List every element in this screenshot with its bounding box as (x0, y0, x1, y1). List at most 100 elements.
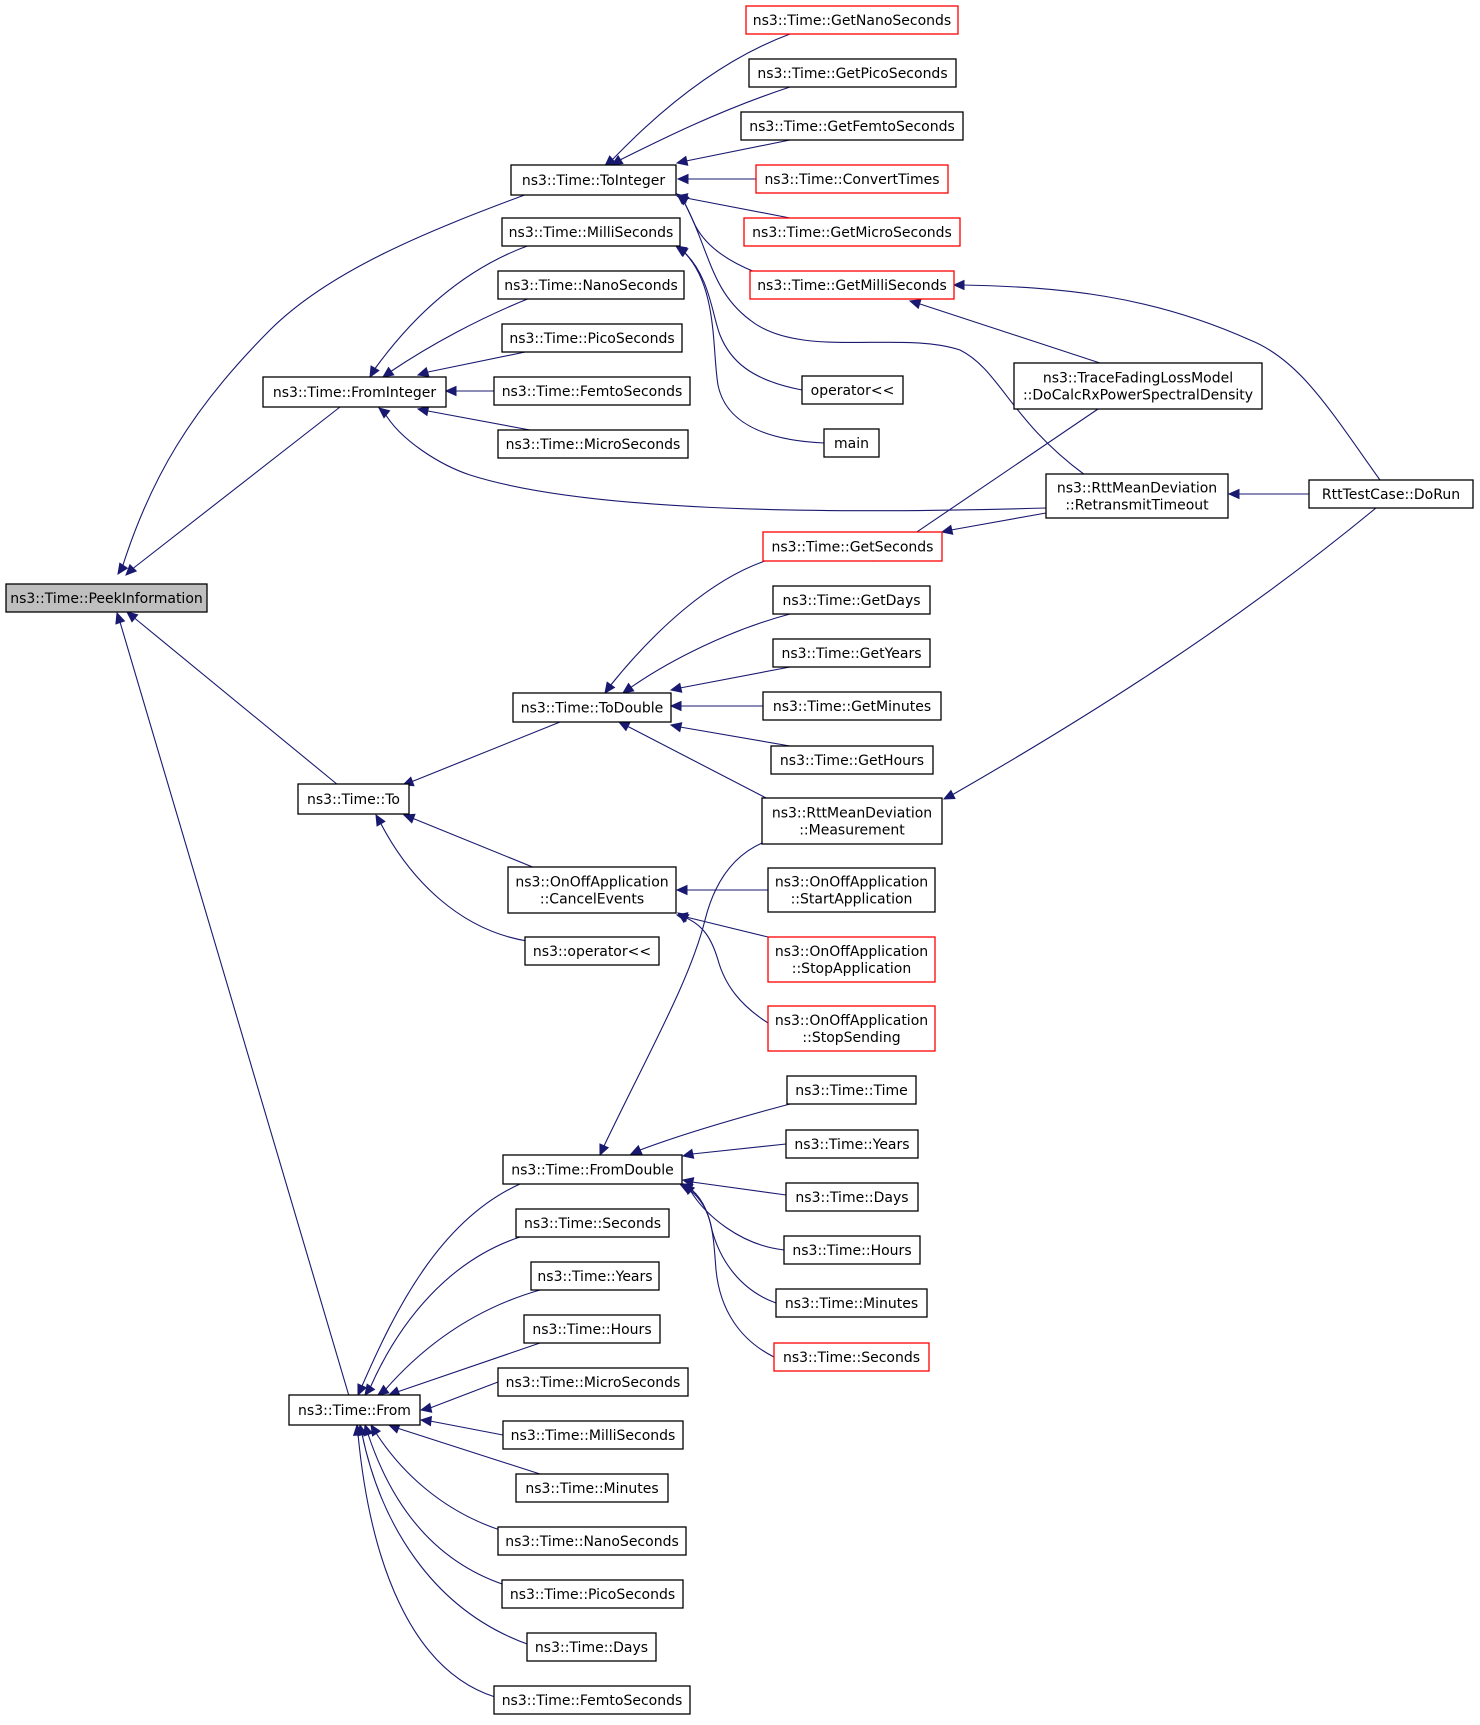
edge-pico1-to-fromint (416, 350, 531, 378)
node-from[interactable]: ns3::Time::From (288, 1394, 421, 1426)
node-box (772, 638, 931, 668)
arrowhead-icon (669, 700, 682, 712)
node-label: ns3::OnOffApplication (515, 875, 668, 891)
node-days2[interactable]: ns3::Time::Days (785, 1182, 919, 1212)
node-gethours[interactable]: ns3::Time::GetHours (770, 745, 934, 775)
node-getmin[interactable]: ns3::Time::GetMinutes (762, 691, 942, 721)
node-box (262, 376, 447, 408)
node-label: ns3::OnOffApplication (775, 944, 928, 960)
arrowhead-icon (378, 407, 391, 419)
node-pico3[interactable]: ns3::Time::PicoSeconds (501, 1579, 684, 1609)
node-nsop[interactable]: ns3::operator<< (524, 936, 660, 966)
edge-getfemto-to-toint (675, 139, 791, 166)
node-seconds2[interactable]: ns3::Time::Seconds (773, 1342, 930, 1372)
node-nano1[interactable]: ns3::Time::NanoSeconds (497, 270, 685, 300)
node-box (501, 217, 681, 247)
node-convert[interactable]: ns3::Time::ConvertTimes (755, 164, 949, 194)
node-startapp[interactable]: ns3::OnOffApplication::StartApplication (767, 867, 936, 913)
arrowhead-icon (952, 279, 965, 291)
node-getsec[interactable]: ns3::Time::GetSeconds (762, 531, 943, 562)
node-box (502, 1154, 683, 1185)
node-minutes2[interactable]: ns3::Time::Minutes (775, 1288, 928, 1318)
node-getnano[interactable]: ns3::Time::GetNanoSeconds (745, 5, 959, 35)
edge-line (681, 197, 1086, 476)
node-main[interactable]: main (823, 428, 880, 458)
node-fromdouble[interactable]: ns3::Time::FromDouble (502, 1154, 683, 1185)
node-rto[interactable]: ns3::RttMeanDeviation::RetransmitTimeout (1045, 473, 1229, 519)
node-box (288, 1394, 421, 1426)
node-micro1[interactable]: ns3::Time::MicroSeconds (497, 429, 689, 459)
node-femto3[interactable]: ns3::Time::FemtoSeconds (493, 1685, 691, 1715)
node-getpico[interactable]: ns3::Time::GetPicoSeconds (748, 58, 957, 88)
edge-main-to-milli1 (675, 246, 825, 444)
node-to[interactable]: ns3::Time::To (297, 783, 410, 815)
arrowhead-icon (669, 722, 683, 733)
arrowhead-icon (604, 681, 616, 694)
edge-line (685, 916, 769, 938)
edge-line (131, 615, 339, 786)
node-timetime[interactable]: ns3::Time::Time (786, 1075, 917, 1105)
node-dorun[interactable]: RttTestCase::DoRun (1308, 479, 1474, 509)
edge-line (429, 1420, 504, 1436)
arrowhead-icon (364, 1383, 376, 1396)
edge-line (679, 726, 791, 747)
node-getmilli[interactable]: ns3::Time::GetMilliSeconds (749, 270, 955, 300)
node-hours2[interactable]: ns3::Time::Hours (783, 1235, 921, 1265)
arrowhead-icon (942, 789, 956, 800)
node-seconds3[interactable]: ns3::Time::Seconds (515, 1208, 670, 1238)
node-getyears[interactable]: ns3::Time::GetYears (772, 638, 931, 668)
node-cancel[interactable]: ns3::OnOffApplication::CancelEvents (507, 866, 677, 914)
node-years2[interactable]: ns3::Time::Years (785, 1129, 919, 1159)
node-stopsend[interactable]: ns3::OnOffApplication::StopSending (767, 1005, 936, 1052)
node-milli1[interactable]: ns3::Time::MilliSeconds (501, 217, 681, 247)
node-box (512, 692, 672, 723)
node-box (785, 1129, 919, 1159)
node-label: ::RetransmitTimeout (1065, 498, 1209, 514)
node-stopapp[interactable]: ns3::OnOffApplication::StopApplication (767, 936, 936, 983)
node-box (5, 583, 208, 613)
node-box (526, 1632, 657, 1662)
node-days3[interactable]: ns3::Time::Days (526, 1632, 657, 1662)
node-opout[interactable]: operator<< (801, 375, 904, 405)
edge-startapp-to-cancel (675, 884, 768, 896)
edge-line (357, 1433, 496, 1698)
node-box (785, 1182, 919, 1212)
edge-fromdouble-to-from (357, 1183, 521, 1397)
edge-to-to-peek (126, 611, 339, 786)
node-years3[interactable]: ns3::Time::Years (530, 1261, 660, 1291)
node-trace[interactable]: ns3::TraceFadingLossModel::DoCalcRxPower… (1013, 362, 1263, 410)
edge-line (687, 1186, 777, 1304)
node-toint[interactable]: ns3::Time::ToInteger (510, 164, 677, 196)
node-label: ns3::Time::Time (795, 1083, 907, 1099)
edge-line (389, 297, 531, 373)
node-minutes3[interactable]: ns3::Time::Minutes (515, 1473, 669, 1503)
edge-line (369, 1236, 521, 1389)
node-label: ns3::Time::GetHours (780, 753, 924, 769)
node-box (497, 429, 689, 459)
node-getmicro[interactable]: ns3::Time::GetMicroSeconds (743, 217, 961, 247)
node-micro3[interactable]: ns3::Time::MicroSeconds (497, 1367, 689, 1397)
node-label: ::StopApplication (792, 961, 912, 977)
node-measure[interactable]: ns3::RttMeanDeviation::Measurement (761, 797, 943, 845)
node-todouble[interactable]: ns3::Time::ToDouble (512, 692, 672, 723)
node-fromint[interactable]: ns3::Time::FromInteger (262, 376, 447, 408)
arrowhead-icon (675, 246, 689, 258)
node-label: ns3::Time::GetMilliSeconds (757, 278, 947, 294)
node-hours3[interactable]: ns3::Time::Hours (523, 1314, 661, 1344)
node-box (497, 1367, 689, 1397)
node-box (502, 1420, 684, 1450)
node-box (767, 936, 936, 983)
node-getdays[interactable]: ns3::Time::GetDays (772, 585, 931, 615)
node-milli3[interactable]: ns3::Time::MilliSeconds (502, 1420, 684, 1450)
node-getfemto[interactable]: ns3::Time::GetFemtoSeconds (740, 111, 964, 141)
node-pico1[interactable]: ns3::Time::PicoSeconds (501, 323, 683, 353)
arrowhead-icon (675, 155, 689, 166)
node-femto1[interactable]: ns3::Time::FemtoSeconds (493, 376, 691, 406)
arrowhead-icon (678, 1183, 692, 1194)
edge-line (685, 139, 791, 162)
function-nodes: ns3::Time::PeekInformationns3::Time::ToI… (5, 5, 1474, 1715)
arrowhead-icon (126, 611, 139, 623)
edge-todouble-to-to (401, 721, 561, 787)
arrowhead-icon (617, 721, 631, 732)
node-nano3[interactable]: ns3::Time::NanoSeconds (497, 1526, 687, 1556)
